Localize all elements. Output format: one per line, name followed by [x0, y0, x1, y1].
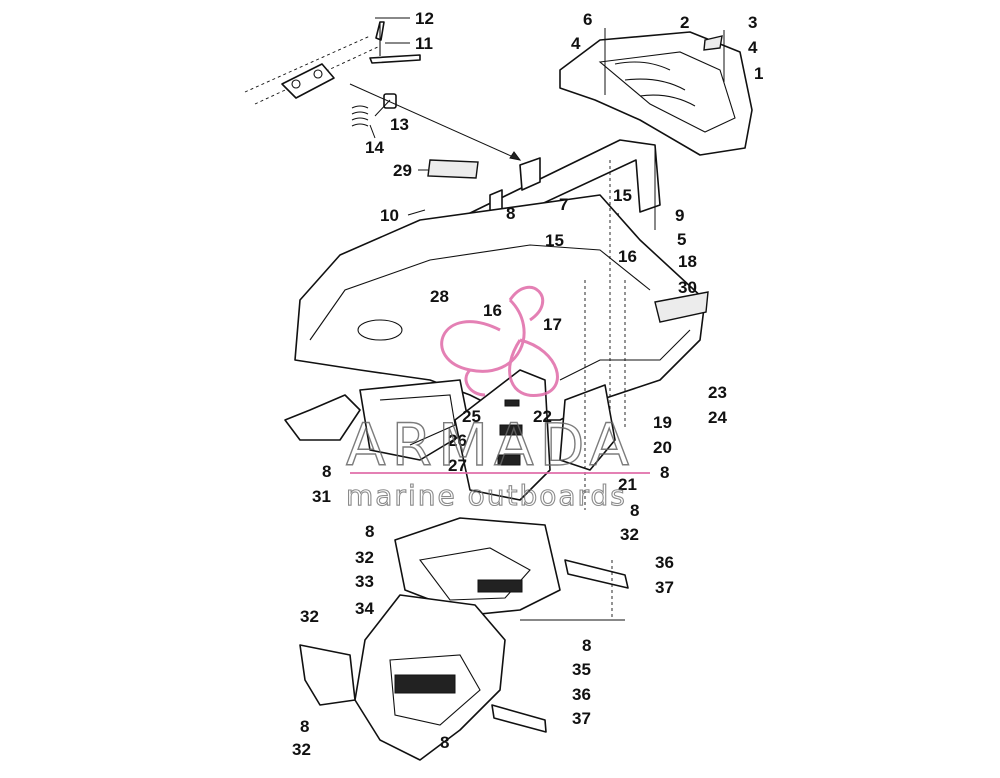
- callout-8: 8: [322, 462, 331, 481]
- footwell-lower: [299, 594, 547, 761]
- callout-1: 1: [754, 64, 763, 83]
- callout-35: 35: [572, 660, 591, 679]
- callout-32: 32: [292, 740, 311, 759]
- callout-13: 13: [390, 115, 409, 134]
- watermark-brand: ARMADA: [346, 411, 635, 479]
- callout-8: 8: [365, 522, 374, 541]
- callout-10: 10: [380, 206, 399, 225]
- callout-19: 19: [653, 413, 672, 432]
- leader-lines: [369, 17, 656, 621]
- callout-14: 14: [365, 138, 384, 157]
- callout-18: 18: [678, 252, 697, 271]
- callout-21: 21: [618, 475, 637, 494]
- callout-32: 32: [620, 525, 639, 544]
- callout-32: 32: [300, 607, 319, 626]
- callout-8: 8: [582, 636, 591, 655]
- callout-9: 9: [675, 206, 684, 225]
- callout-37: 37: [655, 578, 674, 597]
- callout-5: 5: [677, 230, 686, 249]
- callout-37: 37: [572, 709, 591, 728]
- watermark-tagline: marine outboards: [346, 479, 627, 512]
- callout-16: 16: [483, 301, 502, 320]
- callout-15: 15: [613, 186, 632, 205]
- callout-8: 8: [660, 463, 669, 482]
- callouts: 12 11 6 4 2 3 4 1 13 14 29 10 8 7 15 9 1…: [292, 9, 763, 759]
- callout-11: 11: [415, 34, 433, 53]
- callout-36: 36: [655, 553, 674, 572]
- callout-8: 8: [440, 733, 449, 752]
- callout-2: 2: [680, 13, 689, 32]
- mount-detail: [244, 21, 522, 161]
- callout-24: 24: [708, 408, 727, 427]
- callout-26: 26: [448, 431, 467, 450]
- callout-3: 3: [748, 13, 757, 32]
- callout-22: 22: [533, 407, 552, 426]
- callout-30: 30: [678, 278, 697, 297]
- rear-rack: [559, 28, 753, 156]
- watermark-logo-icon: [440, 285, 559, 397]
- callout-31: 31: [312, 487, 331, 506]
- callout-6: 6: [583, 10, 592, 29]
- callout-4: 4: [571, 34, 581, 53]
- callout-33: 33: [355, 572, 374, 591]
- center-panel: [454, 369, 616, 501]
- callout-4: 4: [748, 38, 758, 57]
- callout-20: 20: [653, 438, 672, 457]
- callout-28: 28: [430, 287, 449, 306]
- callout-17: 17: [543, 315, 562, 334]
- callout-16: 16: [618, 247, 637, 266]
- callout-8: 8: [300, 717, 309, 736]
- callout-12: 12: [415, 9, 434, 28]
- callout-8: 8: [506, 204, 515, 223]
- callout-8: 8: [630, 501, 639, 520]
- callout-29: 29: [393, 161, 412, 180]
- callout-25: 25: [462, 407, 481, 426]
- callout-7: 7: [559, 195, 568, 214]
- callout-34: 34: [355, 599, 374, 618]
- watermark: ARMADA marine outboards: [345, 285, 650, 513]
- callout-36: 36: [572, 685, 591, 704]
- callout-32: 32: [355, 548, 374, 567]
- callout-23: 23: [708, 383, 727, 402]
- callout-15: 15: [545, 231, 564, 250]
- callout-27: 27: [448, 456, 467, 475]
- rear-fender: [284, 159, 709, 461]
